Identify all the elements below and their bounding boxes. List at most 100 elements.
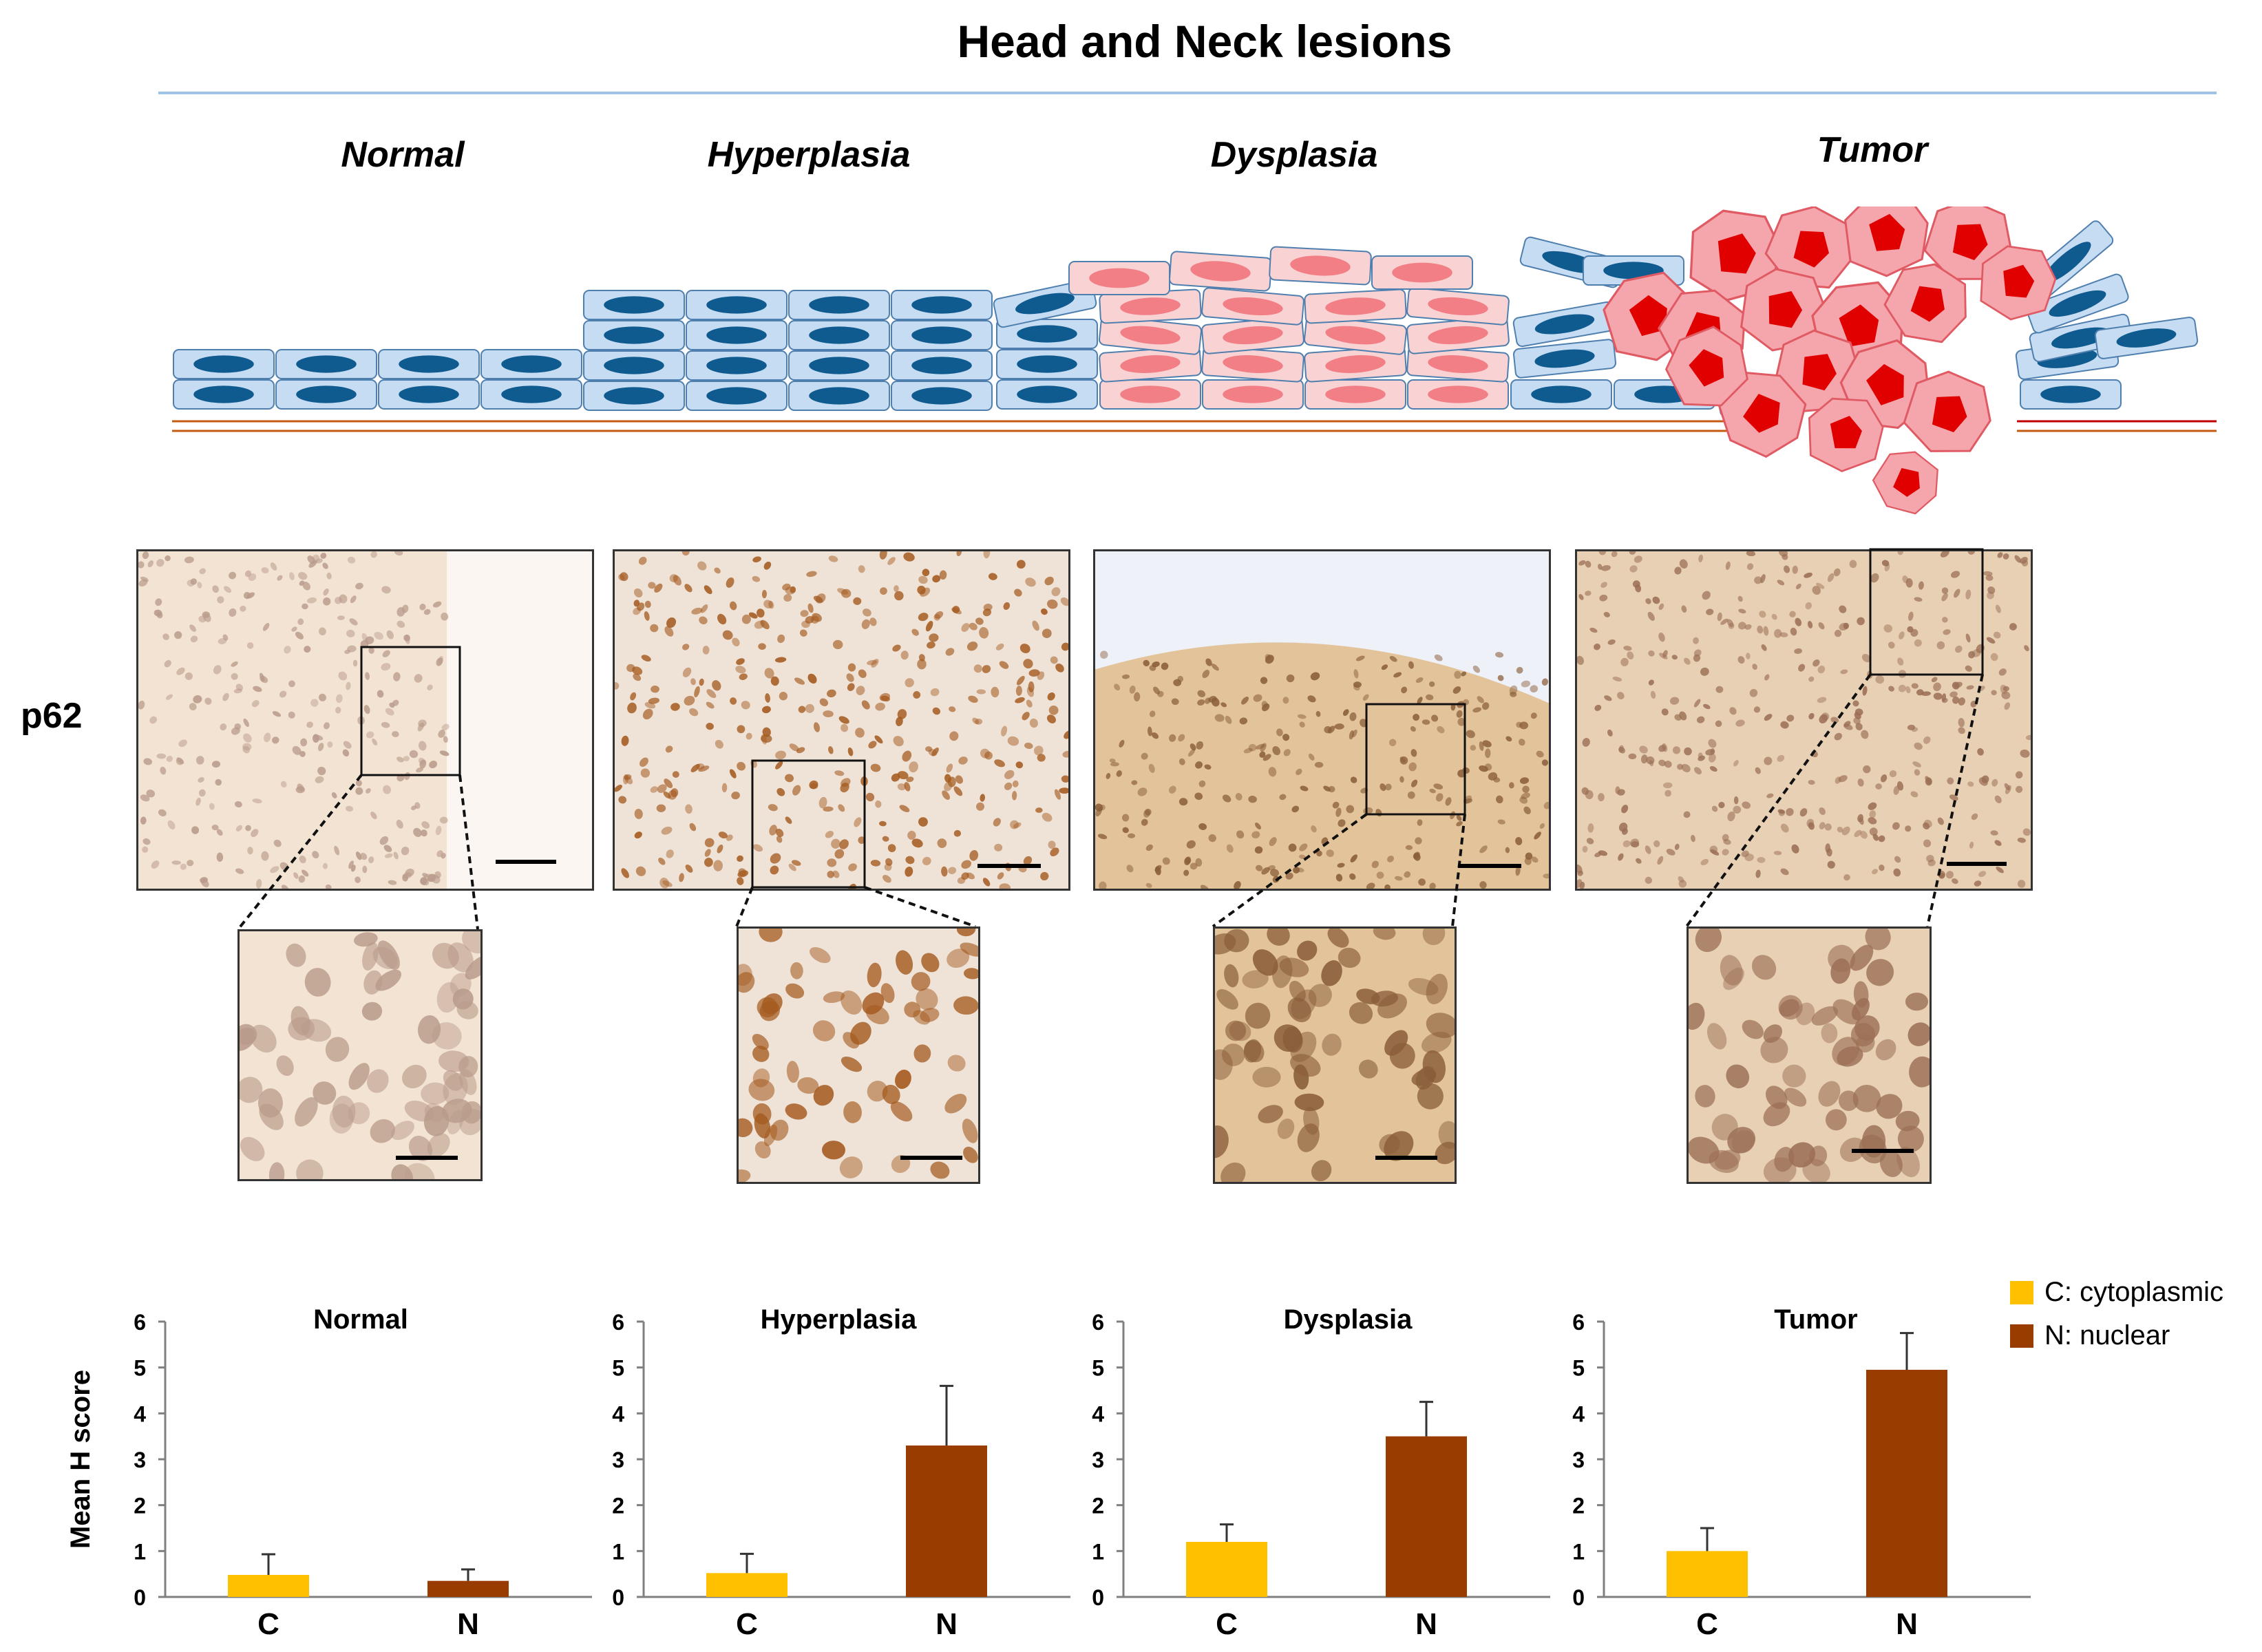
schematic-cell: [1201, 316, 1304, 354]
tumor-cell: [1883, 263, 1967, 343]
schematic-cell: [583, 381, 685, 411]
schematic-cell: [2020, 379, 2122, 410]
schematic-cell: [686, 320, 788, 350]
y-tick-label: 6: [612, 1310, 624, 1335]
y-tick-label: 0: [1572, 1585, 1585, 1610]
y-tick-label: 3: [134, 1448, 146, 1472]
y-tick-label: 6: [1092, 1310, 1104, 1335]
legend-swatch-nuclear: [2010, 1324, 2033, 1348]
y-tick-label: 1: [1572, 1539, 1585, 1564]
x-tick-label: N: [1896, 1607, 1918, 1641]
schematic-cell: [1098, 315, 1203, 355]
x-tick-label: C: [1696, 1607, 1718, 1641]
y-tick-label: 1: [134, 1539, 146, 1564]
x-tick-label: C: [1216, 1607, 1238, 1641]
schematic-cell: [583, 320, 685, 350]
y-tick-label: 6: [1572, 1310, 1585, 1335]
schematic-cell: [173, 349, 275, 379]
schematic-cell: [378, 379, 480, 410]
y-tick-label: 2: [1572, 1494, 1585, 1518]
schematic-cell: [996, 319, 1098, 349]
y-tick-label: 5: [1572, 1356, 1585, 1381]
y-tick-label: 4: [612, 1401, 624, 1426]
schematic-cell: [1169, 251, 1272, 292]
bar-N: [906, 1446, 987, 1597]
schematic-cell: [686, 350, 788, 381]
schematic-cell: [1304, 379, 1406, 410]
tumor-cell: [1903, 370, 1991, 452]
y-tick-label: 3: [1092, 1448, 1104, 1472]
inset-box-dysplasia: [1365, 703, 1466, 816]
schematic-cell: [891, 350, 993, 381]
schematic-cell: [583, 290, 685, 320]
inset-micrograph-hyperplasia: [737, 926, 980, 1184]
x-tick-label: C: [736, 1607, 758, 1641]
legend-nuclear: N: nuclear: [2010, 1320, 2170, 1351]
y-tick-label: 4: [134, 1401, 146, 1426]
tumor-cell: [1808, 397, 1884, 473]
stage-label-hyperplasia: Hyperplasia: [707, 135, 911, 175]
micrograph-overlays: [237, 548, 2007, 931]
inset-micrograph-normal: [237, 929, 483, 1181]
figure-title: Head and Neck lesions: [957, 16, 1452, 67]
schematic-cell: [1099, 379, 1201, 410]
tumor-cell: [1689, 209, 1783, 301]
schematic-cell: [1303, 315, 1408, 355]
bar-N: [1866, 1370, 1947, 1597]
y-tick-label: 3: [1572, 1448, 1585, 1472]
schematic-cell: [1406, 346, 1510, 383]
schematic-cell: [996, 379, 1098, 410]
stage-label-normal: Normal: [341, 135, 465, 175]
inset-micrograph-tumor: [1687, 926, 1932, 1184]
micrograph-hyperplasia: [613, 549, 1070, 891]
schematic-cell: [891, 290, 993, 320]
schematic-cells: [173, 220, 2199, 418]
schematic-cell: [2094, 317, 2199, 359]
title-rule: [158, 92, 2217, 94]
schematic-cell: [788, 381, 890, 411]
y-tick-label: 2: [1092, 1494, 1104, 1518]
schematic-cell: [1269, 246, 1372, 286]
schematic-cell: [996, 349, 1098, 379]
bar-N: [1386, 1436, 1467, 1597]
inset-box-tumor: [1869, 548, 1984, 676]
bar-C: [228, 1575, 309, 1597]
y-tick-label: 1: [1092, 1539, 1104, 1564]
bar-C: [1667, 1551, 1748, 1597]
x-tick-label: N: [1415, 1607, 1437, 1641]
schematic-cell: [788, 320, 890, 350]
bar-C: [1186, 1542, 1267, 1597]
schematic-cell: [788, 290, 890, 320]
basement-membrane: [172, 420, 2217, 432]
y-axis-label: Mean H score: [65, 1370, 96, 1549]
schematic-cell: [686, 381, 788, 411]
y-tick-label: 1: [612, 1539, 624, 1564]
schematic-cell: [1201, 287, 1304, 326]
stage-label-dysplasia: Dysplasia: [1210, 135, 1378, 175]
legend-swatch-cytoplasmic: [2010, 1280, 2033, 1304]
x-tick-label: C: [257, 1607, 279, 1641]
chart-title-normal: Normal: [313, 1304, 408, 1335]
schematic-cell: [378, 349, 480, 379]
epithelium-schematic: [172, 206, 2217, 515]
tumor-cell: [1844, 206, 1929, 277]
tumor-cell: [1980, 245, 2057, 321]
tumor-cell: [1872, 451, 1938, 515]
inset-box-normal: [360, 646, 461, 776]
schematic-cell: [1510, 379, 1612, 410]
schematic-cell: [1068, 261, 1170, 295]
schematic-cell: [891, 381, 993, 411]
schematic-cell: [1201, 346, 1304, 383]
row-label-p62: p62: [21, 696, 83, 736]
tumor-cell: [1664, 326, 1748, 407]
x-tick-label: N: [936, 1607, 958, 1641]
micrograph-dysplasia: [1093, 549, 1551, 891]
schematic-cell: [583, 350, 685, 381]
legend-cytoplasmic: C: cytoplasmic: [2010, 1277, 2223, 1308]
schematic-cell: [891, 320, 993, 350]
schematic-cell: [1304, 288, 1407, 324]
schematic-cell: [2026, 273, 2129, 334]
